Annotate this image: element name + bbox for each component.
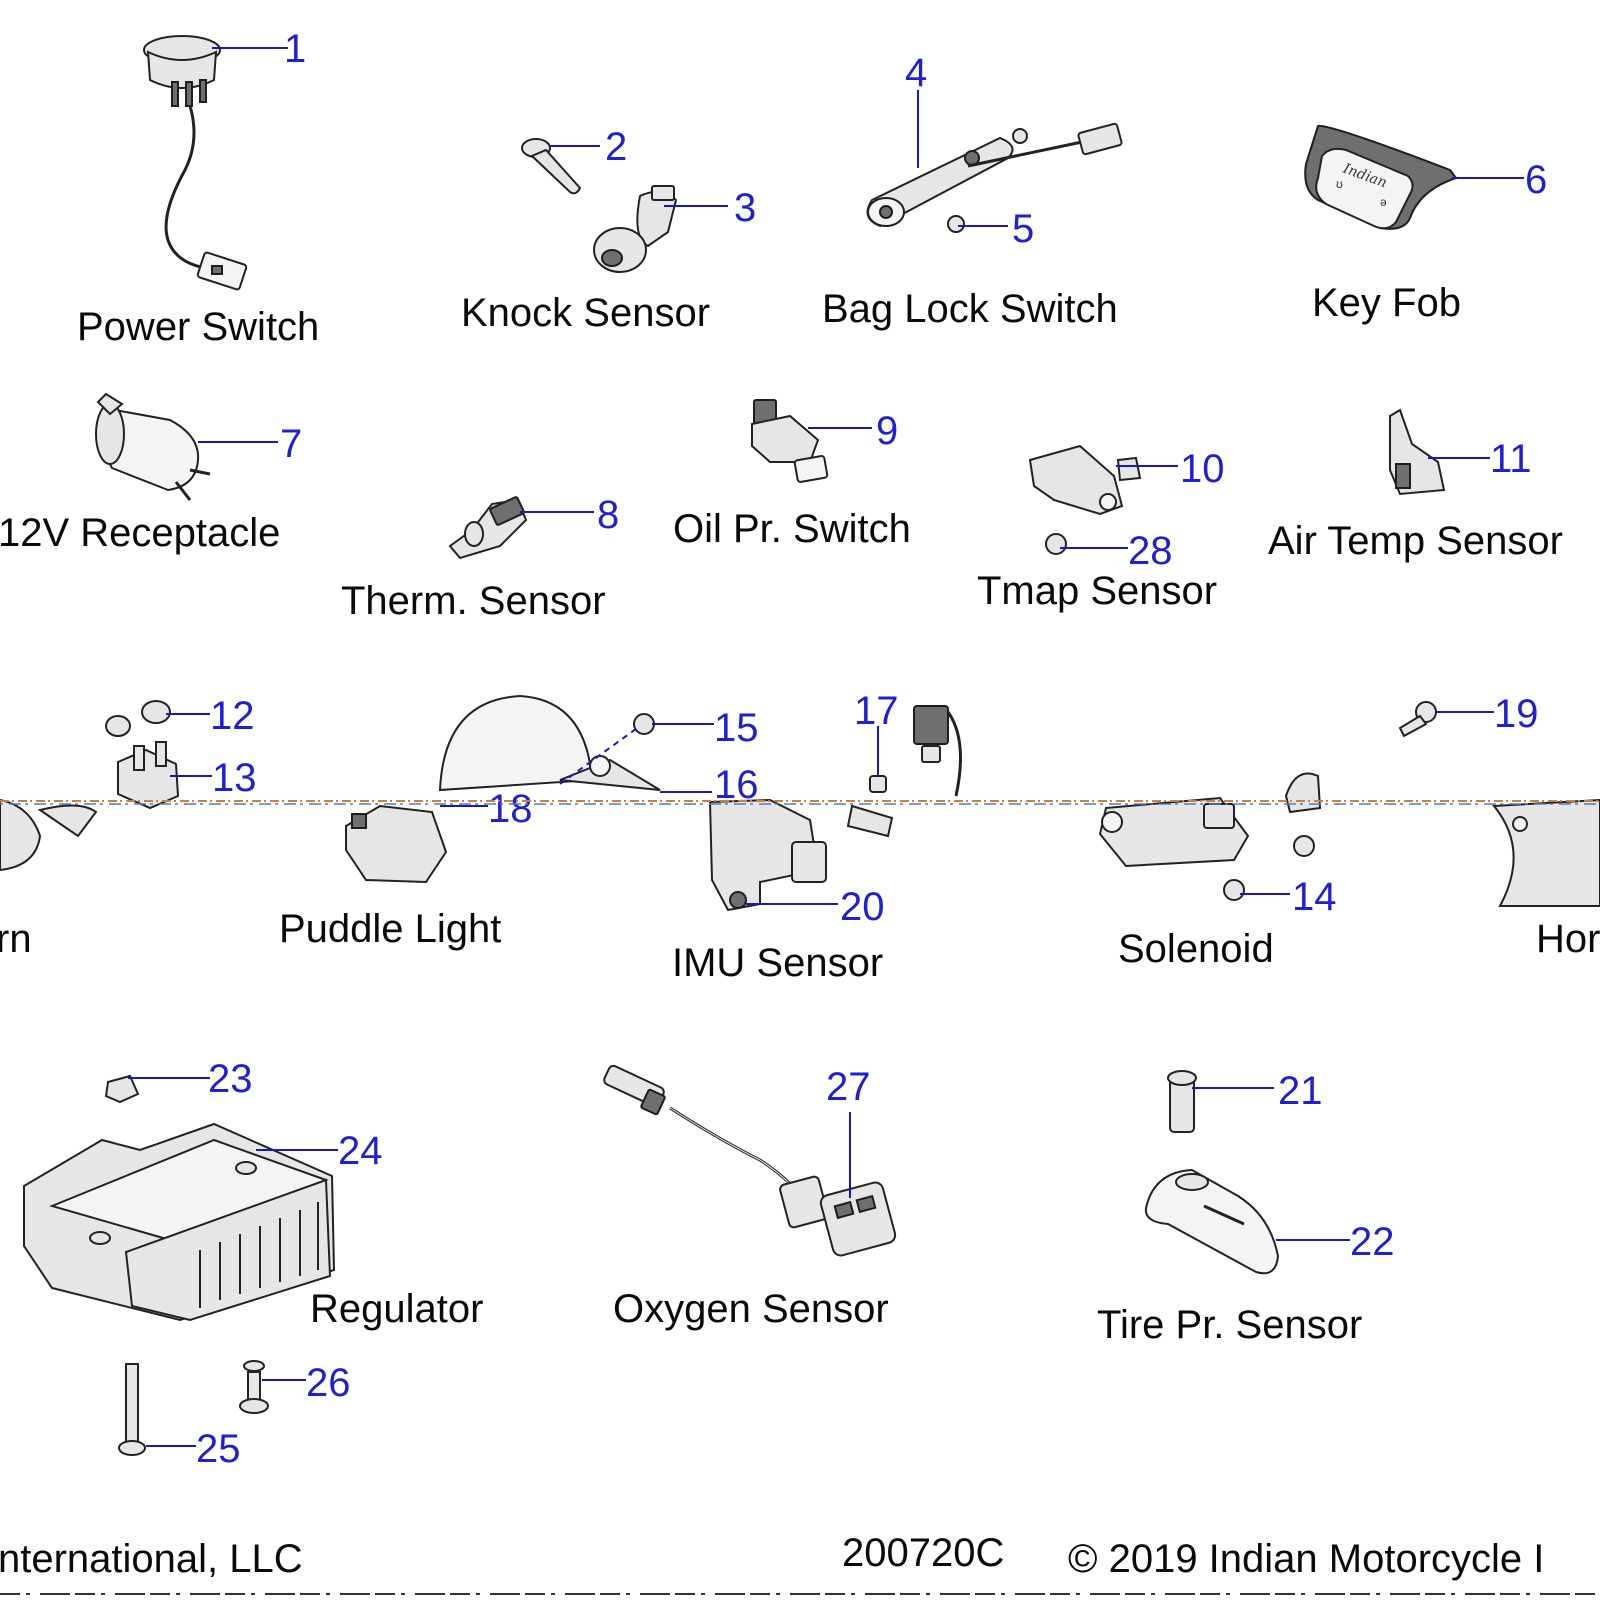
imu-connector-part bbox=[869, 705, 962, 797]
callout-23: 23 bbox=[208, 1057, 253, 1101]
callout-26: 26 bbox=[306, 1361, 351, 1405]
label-horn-left: rn bbox=[0, 917, 32, 961]
oxygen-sensor-part bbox=[603, 1064, 897, 1257]
therm-sensor-part bbox=[448, 496, 528, 560]
label-tmap-sensor: Tmap Sensor bbox=[977, 569, 1217, 613]
oil-pr-switch-part bbox=[751, 399, 829, 483]
callout-6: 6 bbox=[1525, 158, 1547, 202]
callout-18: 18 bbox=[488, 787, 533, 831]
callout-5: 5 bbox=[1012, 207, 1034, 251]
callout-28: 28 bbox=[1128, 529, 1173, 573]
callout-9: 9 bbox=[876, 409, 898, 453]
callout-24: 24 bbox=[338, 1129, 383, 1173]
callout-21: 21 bbox=[1278, 1069, 1323, 1113]
horn-center-part bbox=[438, 694, 661, 792]
footer-copyright: © 2019 Indian Motorcycle I bbox=[1068, 1537, 1544, 1581]
key-fob-button-right: ǝ bbox=[1380, 195, 1387, 209]
callout-22: 22 bbox=[1350, 1220, 1395, 1264]
callout-2: 2 bbox=[605, 125, 627, 169]
key-fob-button-left: ʊ bbox=[1336, 177, 1343, 191]
label-oil-pr-switch: Oil Pr. Switch bbox=[673, 507, 911, 551]
receptacle-12v-part bbox=[95, 392, 211, 501]
bolt-19-part bbox=[1398, 701, 1437, 738]
callout-20: 20 bbox=[840, 885, 885, 929]
callout-10: 10 bbox=[1180, 447, 1225, 491]
callout-1: 1 bbox=[284, 27, 306, 71]
callout-3: 3 bbox=[734, 186, 756, 230]
imu-sensor-part bbox=[708, 798, 894, 912]
callout-4: 4 bbox=[905, 51, 927, 95]
label-imu-sensor: IMU Sensor bbox=[672, 941, 883, 985]
label-knock-sensor: Knock Sensor bbox=[461, 291, 710, 335]
power-switch-part bbox=[143, 35, 248, 291]
horn-left-part bbox=[0, 798, 98, 872]
label-tire-pr-sensor: Tire Pr. Sensor bbox=[1097, 1303, 1362, 1347]
air-temp-sensor-part bbox=[1389, 408, 1446, 496]
footer-company: nternational, LLC bbox=[0, 1537, 303, 1581]
callout-14: 14 bbox=[1292, 875, 1337, 919]
callout-25: 25 bbox=[196, 1427, 241, 1471]
callout-7: 7 bbox=[280, 422, 302, 466]
label-oxygen-sensor: Oxygen Sensor bbox=[613, 1287, 889, 1331]
knock-sensor-bolt-part bbox=[521, 138, 582, 195]
label-air-temp-sensor: Air Temp Sensor bbox=[1268, 519, 1563, 563]
bag-lock-switch-part bbox=[866, 122, 1123, 233]
puddle-light-part bbox=[345, 804, 448, 884]
label-solenoid: Solenoid bbox=[1118, 927, 1274, 971]
regulator-part bbox=[23, 1074, 336, 1456]
callout-19: 19 bbox=[1494, 692, 1539, 736]
callout-12: 12 bbox=[210, 694, 255, 738]
callout-15: 15 bbox=[714, 706, 759, 750]
callout-13: 13 bbox=[212, 756, 257, 800]
label-puddle-light: Puddle Light bbox=[279, 907, 501, 951]
callout-11: 11 bbox=[1490, 437, 1532, 481]
callout-17: 17 bbox=[854, 689, 899, 733]
tmap-sensor-part bbox=[1028, 444, 1142, 555]
label-horn-right: Hor bbox=[1536, 917, 1600, 961]
label-regulator: Regulator bbox=[310, 1287, 483, 1331]
callout-27: 27 bbox=[826, 1065, 871, 1109]
footer-drawing-number: 200720C bbox=[842, 1531, 1004, 1575]
key-fob-part: Indian ʊ ǝ bbox=[1304, 124, 1458, 230]
label-key-fob: Key Fob bbox=[1312, 281, 1461, 325]
label-12v-receptacle: 12V Receptacle bbox=[0, 511, 280, 555]
label-bag-lock-switch: Bag Lock Switch bbox=[822, 287, 1118, 331]
knock-sensor-part bbox=[593, 185, 678, 273]
label-power-switch: Power Switch bbox=[77, 305, 319, 349]
solenoid-part bbox=[1098, 772, 1322, 901]
horn-right-part bbox=[1491, 798, 1600, 907]
relay-part bbox=[105, 700, 180, 810]
callout-8: 8 bbox=[597, 493, 619, 537]
label-therm-sensor: Therm. Sensor bbox=[341, 579, 606, 623]
tire-pr-sensor-part bbox=[1144, 1070, 1280, 1275]
